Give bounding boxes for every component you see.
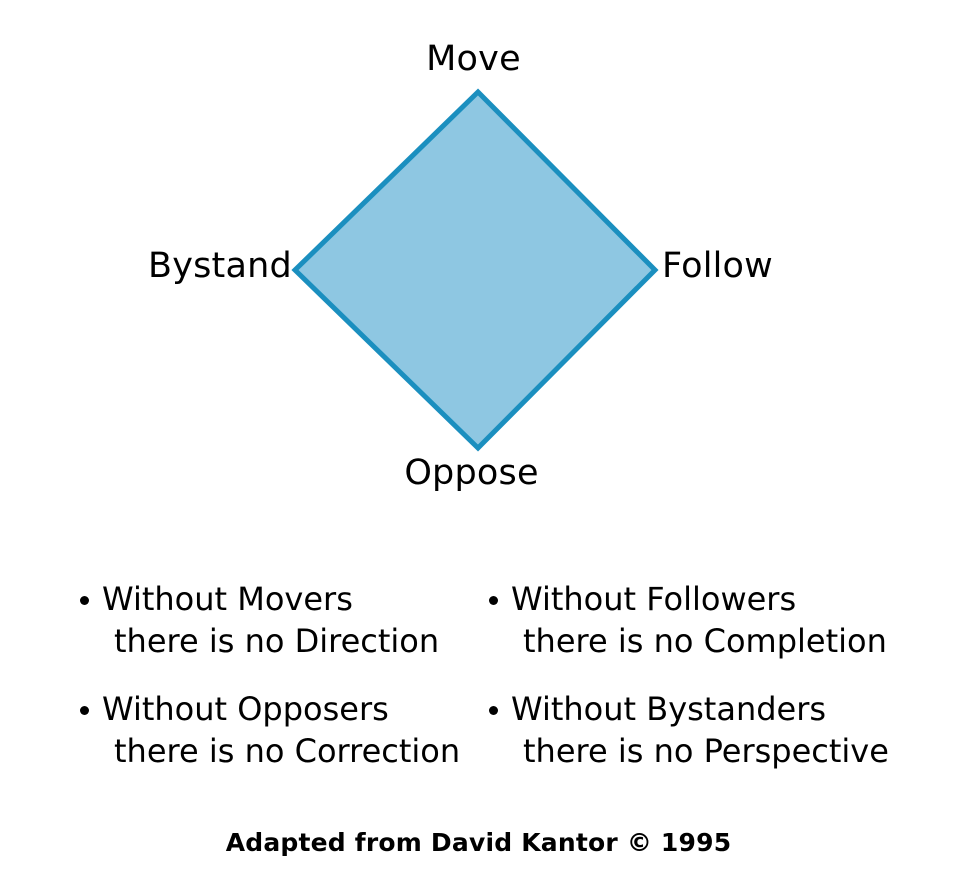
point-text-secondary: there is no Completion — [523, 622, 887, 660]
point-text-secondary: there is no Perspective — [523, 732, 889, 770]
vertex-label-move-text: Move — [426, 39, 521, 79]
bullet-icon — [80, 706, 89, 715]
diamond-shape[interactable] — [0, 0, 957, 540]
vertex-label-follow: Follow — [662, 249, 773, 284]
vertex-label-oppose: Oppose — [0, 456, 957, 491]
vertex-label-follow-text: Follow — [662, 246, 773, 286]
point-text-primary: Without Bystanders — [511, 690, 827, 728]
bullet-icon — [489, 596, 498, 605]
point-line-primary: Without Followers — [487, 578, 917, 620]
point-text-primary: Without Movers — [102, 580, 353, 618]
vertex-label-bystand: Bystand — [148, 249, 292, 284]
vertex-label-oppose-text: Oppose — [404, 453, 539, 493]
list-item-followers: Without Followers there is no Completion — [487, 578, 917, 662]
list-item-opposers: Without Opposers there is no Correction — [78, 688, 508, 772]
vertex-label-move: Move — [0, 42, 957, 77]
vertex-label-bystand-text: Bystand — [148, 246, 292, 286]
point-text-secondary: there is no Correction — [114, 732, 461, 770]
point-line-primary: Without Movers — [78, 578, 508, 620]
point-line-primary: Without Bystanders — [487, 688, 917, 730]
bullet-icon — [80, 596, 89, 605]
four-player-diagram: Move Follow Oppose Bystand — [0, 0, 957, 540]
point-text-secondary: there is no Direction — [114, 622, 440, 660]
attribution-text: Adapted from David Kantor © 1995 — [225, 828, 732, 857]
point-text-primary: Without Opposers — [102, 690, 389, 728]
list-item-bystanders: Without Bystanders there is no Perspecti… — [487, 688, 917, 772]
points-grid: Without Movers there is no Direction Wit… — [0, 578, 957, 808]
point-line-primary: Without Opposers — [78, 688, 508, 730]
point-text-primary: Without Followers — [511, 580, 797, 618]
bullet-icon — [489, 706, 498, 715]
list-item-movers: Without Movers there is no Direction — [78, 578, 508, 662]
diamond-polygon[interactable] — [291, 88, 659, 452]
